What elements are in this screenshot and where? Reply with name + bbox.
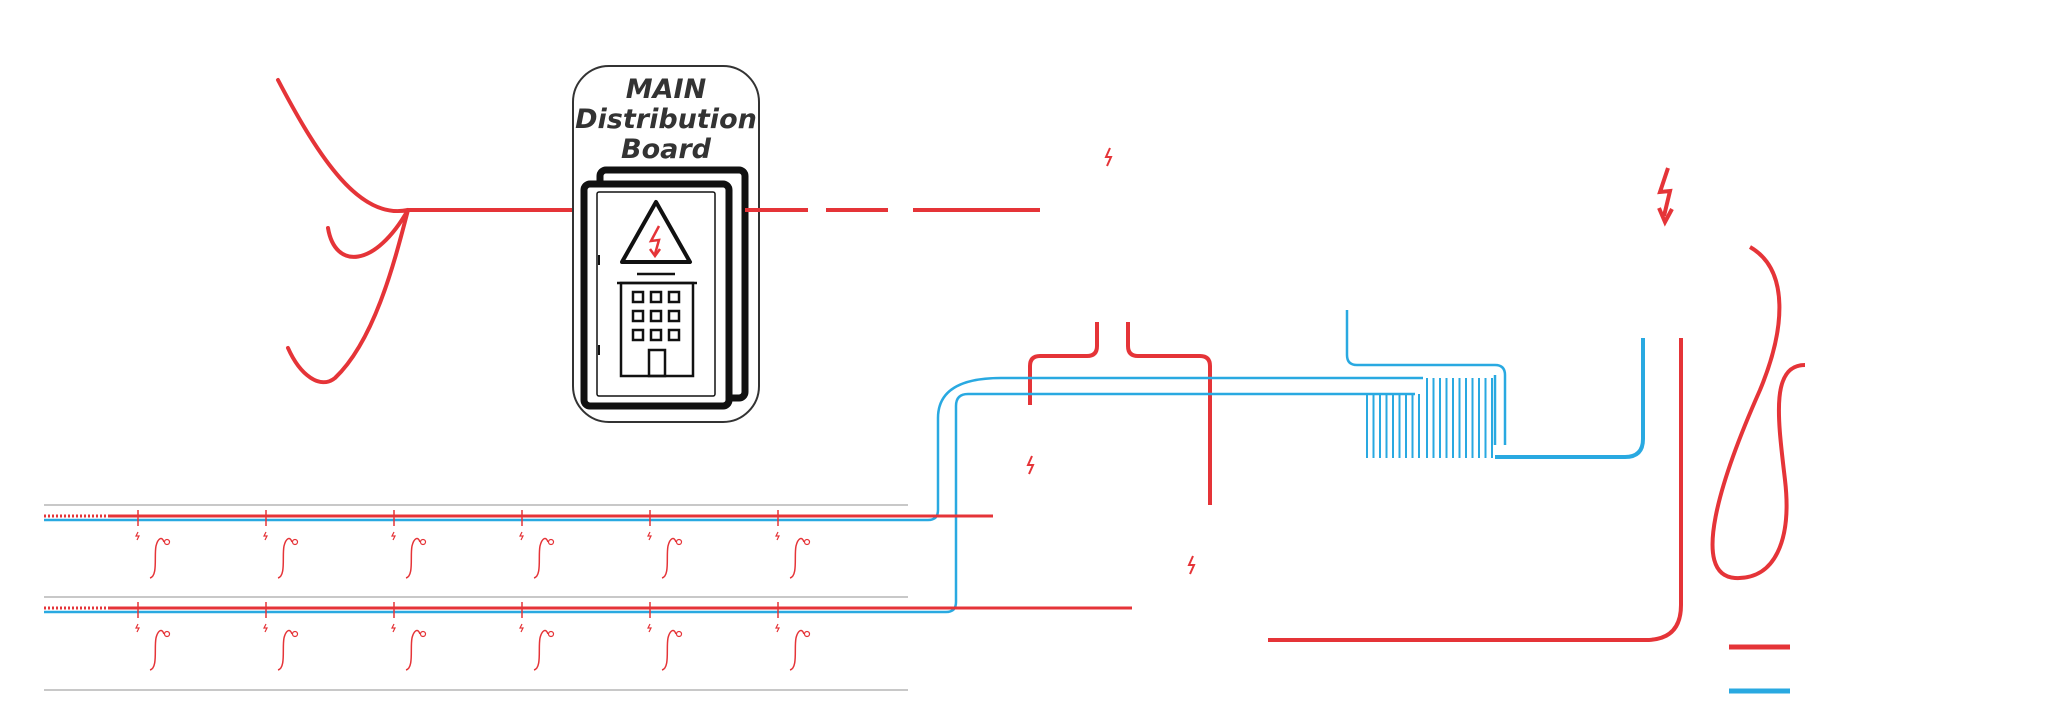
power-plug-cord — [789, 537, 805, 579]
legend — [1729, 644, 1790, 694]
power-plug-cord — [405, 629, 421, 671]
power-plug-cord — [277, 537, 293, 579]
board-title-line3: Board — [621, 134, 712, 165]
right-red-conductors — [1268, 245, 1806, 642]
lightning-markers — [1026, 147, 1674, 575]
lightning-bolt-icon — [519, 531, 524, 541]
power-plug-icon — [419, 538, 427, 546]
lightning-bolt-icon — [1187, 555, 1196, 575]
power-plug-cord — [405, 537, 421, 579]
lightning-bolt-icon — [135, 623, 140, 633]
power-plug-cord — [533, 537, 549, 579]
electrical-cabinet-icon — [580, 166, 749, 410]
board-title-line1: MAIN — [626, 74, 707, 105]
building-icon — [617, 272, 697, 378]
power-plug-icon — [163, 630, 171, 638]
power-plug-cord — [149, 537, 165, 579]
lightning-bolt-icon — [775, 623, 780, 633]
lightning-bolt-icon — [135, 531, 140, 541]
power-plug-icon — [675, 538, 683, 546]
power-plug-cord — [533, 629, 549, 671]
power-plug-icon — [547, 538, 555, 546]
lightning-bolt-icon — [391, 623, 396, 633]
neutral-conductors — [44, 310, 1645, 614]
main-distribution-board: MAIN Distribution Board — [572, 65, 760, 423]
incoming-supply-cables — [276, 78, 587, 385]
conductor-bundle — [1366, 378, 1493, 458]
lightning-bolt-icon — [1657, 167, 1674, 227]
lightning-bolt-icon — [519, 623, 524, 633]
lightning-bolt-icon — [647, 623, 652, 633]
lightning-bolt-icon — [1104, 147, 1113, 167]
power-plug-icon — [547, 630, 555, 638]
power-plug-cord — [661, 537, 677, 579]
power-plug-cord — [149, 629, 165, 671]
lightning-bolt-icon — [647, 531, 652, 541]
warning-triangle-icon — [620, 200, 692, 264]
board-title-line2: Distribution — [575, 104, 757, 135]
power-plug-cord — [661, 629, 677, 671]
lightning-bolt-icon — [775, 531, 780, 541]
lightning-bolt-icon — [263, 623, 268, 633]
power-plug-icon — [675, 630, 683, 638]
red-feeder-branches — [1028, 322, 1212, 505]
lightning-bolt-icon — [391, 531, 396, 541]
power-plug-cord — [789, 629, 805, 671]
lightning-bolt-icon — [1026, 455, 1035, 475]
power-plug-icon — [163, 538, 171, 546]
power-plug-cord — [277, 629, 293, 671]
power-plug-icon — [291, 630, 299, 638]
floor-circuits — [44, 504, 1132, 691]
power-plug-icon — [803, 630, 811, 638]
power-plug-icon — [803, 538, 811, 546]
power-plug-icon — [419, 630, 427, 638]
lightning-bolt-icon — [263, 531, 268, 541]
power-plug-icon — [291, 538, 299, 546]
